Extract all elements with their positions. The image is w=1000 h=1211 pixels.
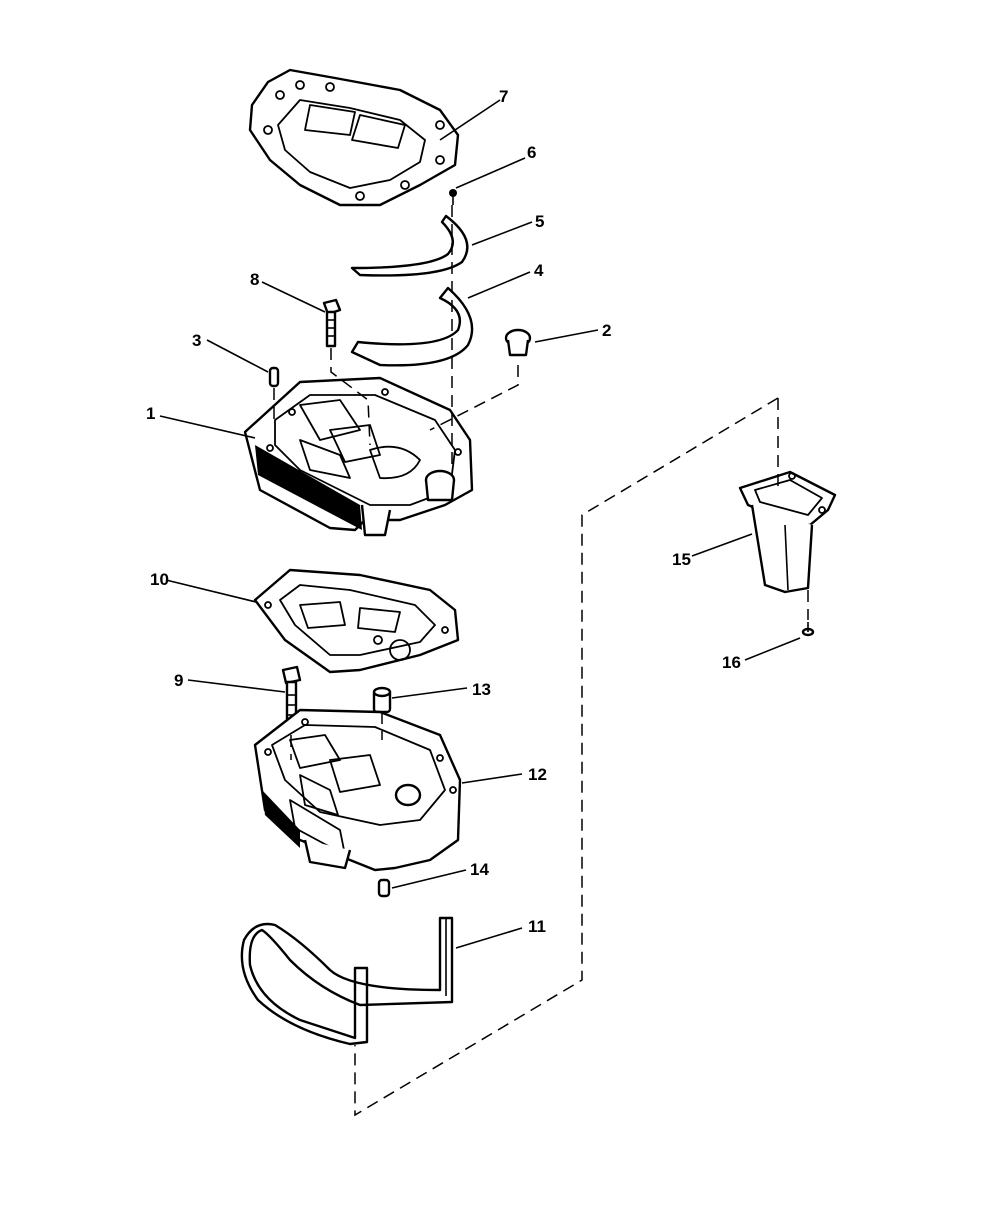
callout-2: 2 [602, 321, 611, 340]
leader-lines [159, 99, 801, 949]
callout-6: 6 [527, 143, 536, 162]
callout-labels: 1 2 3 4 5 6 7 8 9 10 11 12 13 14 15 16 [146, 87, 741, 936]
callout-9: 9 [174, 671, 183, 690]
callout-12: 12 [528, 765, 547, 784]
callout-3: 3 [192, 331, 201, 350]
part-5-seal-strip [350, 214, 469, 277]
callout-1: 1 [146, 404, 155, 423]
callout-4: 4 [534, 261, 544, 280]
part-2-grommet [504, 328, 532, 357]
callout-10: 10 [150, 570, 169, 589]
callout-11: 11 [528, 917, 546, 936]
assembly-dashed-lines [273, 205, 809, 1117]
part-9-long-bolt [281, 665, 302, 734]
part-6-screw [449, 189, 457, 205]
callout-16: 16 [722, 653, 741, 672]
part-13-sleeve [372, 686, 392, 714]
part-10-middle-gasket [253, 568, 460, 674]
part-11-tube [240, 916, 454, 1046]
callout-13: 13 [472, 680, 491, 699]
part-16-screw [801, 622, 815, 637]
part-1-adapter-plate [243, 376, 474, 537]
part-8-bolt [322, 298, 342, 348]
callout-8: 8 [250, 270, 259, 289]
callout-7: 7 [499, 87, 508, 106]
part-12-lower-housing [253, 708, 462, 872]
callout-14: 14 [470, 860, 489, 879]
part-15-cover [738, 470, 837, 594]
part-4-seal-strip [350, 286, 474, 367]
part-7-top-gasket [248, 68, 460, 207]
part-3-dowel-pin [268, 366, 280, 388]
callout-5: 5 [535, 212, 544, 231]
callout-15: 15 [672, 550, 691, 569]
part-14-pin [377, 878, 391, 898]
